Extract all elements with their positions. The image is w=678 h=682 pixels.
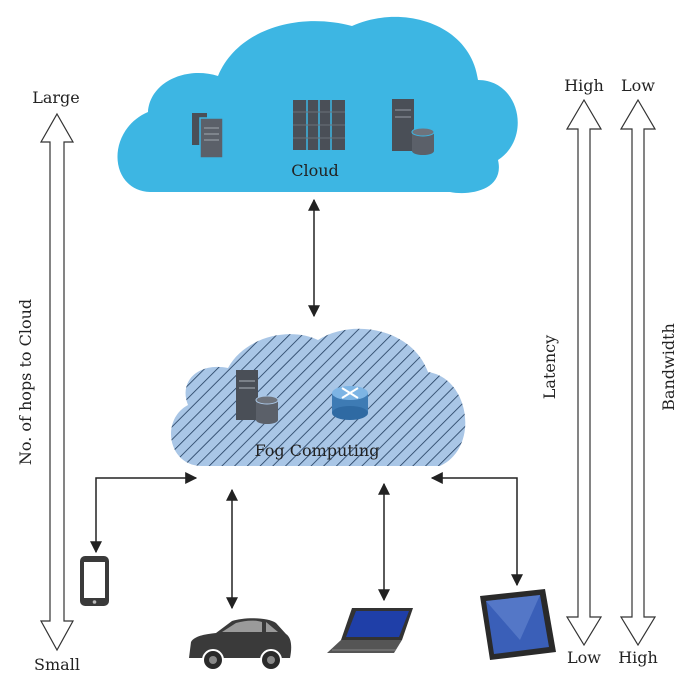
database-server-icon	[236, 370, 279, 424]
hops-double-arrow	[39, 112, 75, 652]
laptop-icon	[327, 608, 413, 653]
tablet-link	[430, 472, 523, 587]
bandwidth-axis-label: Bandwidth	[659, 323, 678, 411]
smartphone-icon	[80, 556, 109, 606]
hops-top-label: Large	[32, 88, 80, 107]
latency-double-arrow	[565, 98, 603, 647]
fog-cloud-shape	[171, 328, 466, 466]
hops-axis-label: No. of hops to Cloud	[16, 299, 35, 465]
server-tower-icon	[293, 100, 345, 150]
bandwidth-double-arrow	[619, 98, 657, 647]
latency-bottom-label: Low	[567, 648, 601, 667]
tablet-icon	[480, 589, 556, 660]
bandwidth-top-label: Low	[621, 76, 655, 95]
server-rack-icon	[192, 113, 224, 159]
database-server-icon	[392, 99, 435, 155]
cloud-label: Cloud	[291, 161, 339, 180]
latency-axis-label: Latency	[540, 335, 559, 399]
phone-link	[90, 472, 198, 554]
bandwidth-bottom-label: High	[618, 648, 658, 667]
fog-label: Fog Computing	[255, 441, 380, 460]
router-icon	[332, 386, 368, 420]
car-icon	[189, 618, 292, 671]
hops-bottom-label: Small	[34, 655, 80, 674]
latency-top-label: High	[564, 76, 604, 95]
